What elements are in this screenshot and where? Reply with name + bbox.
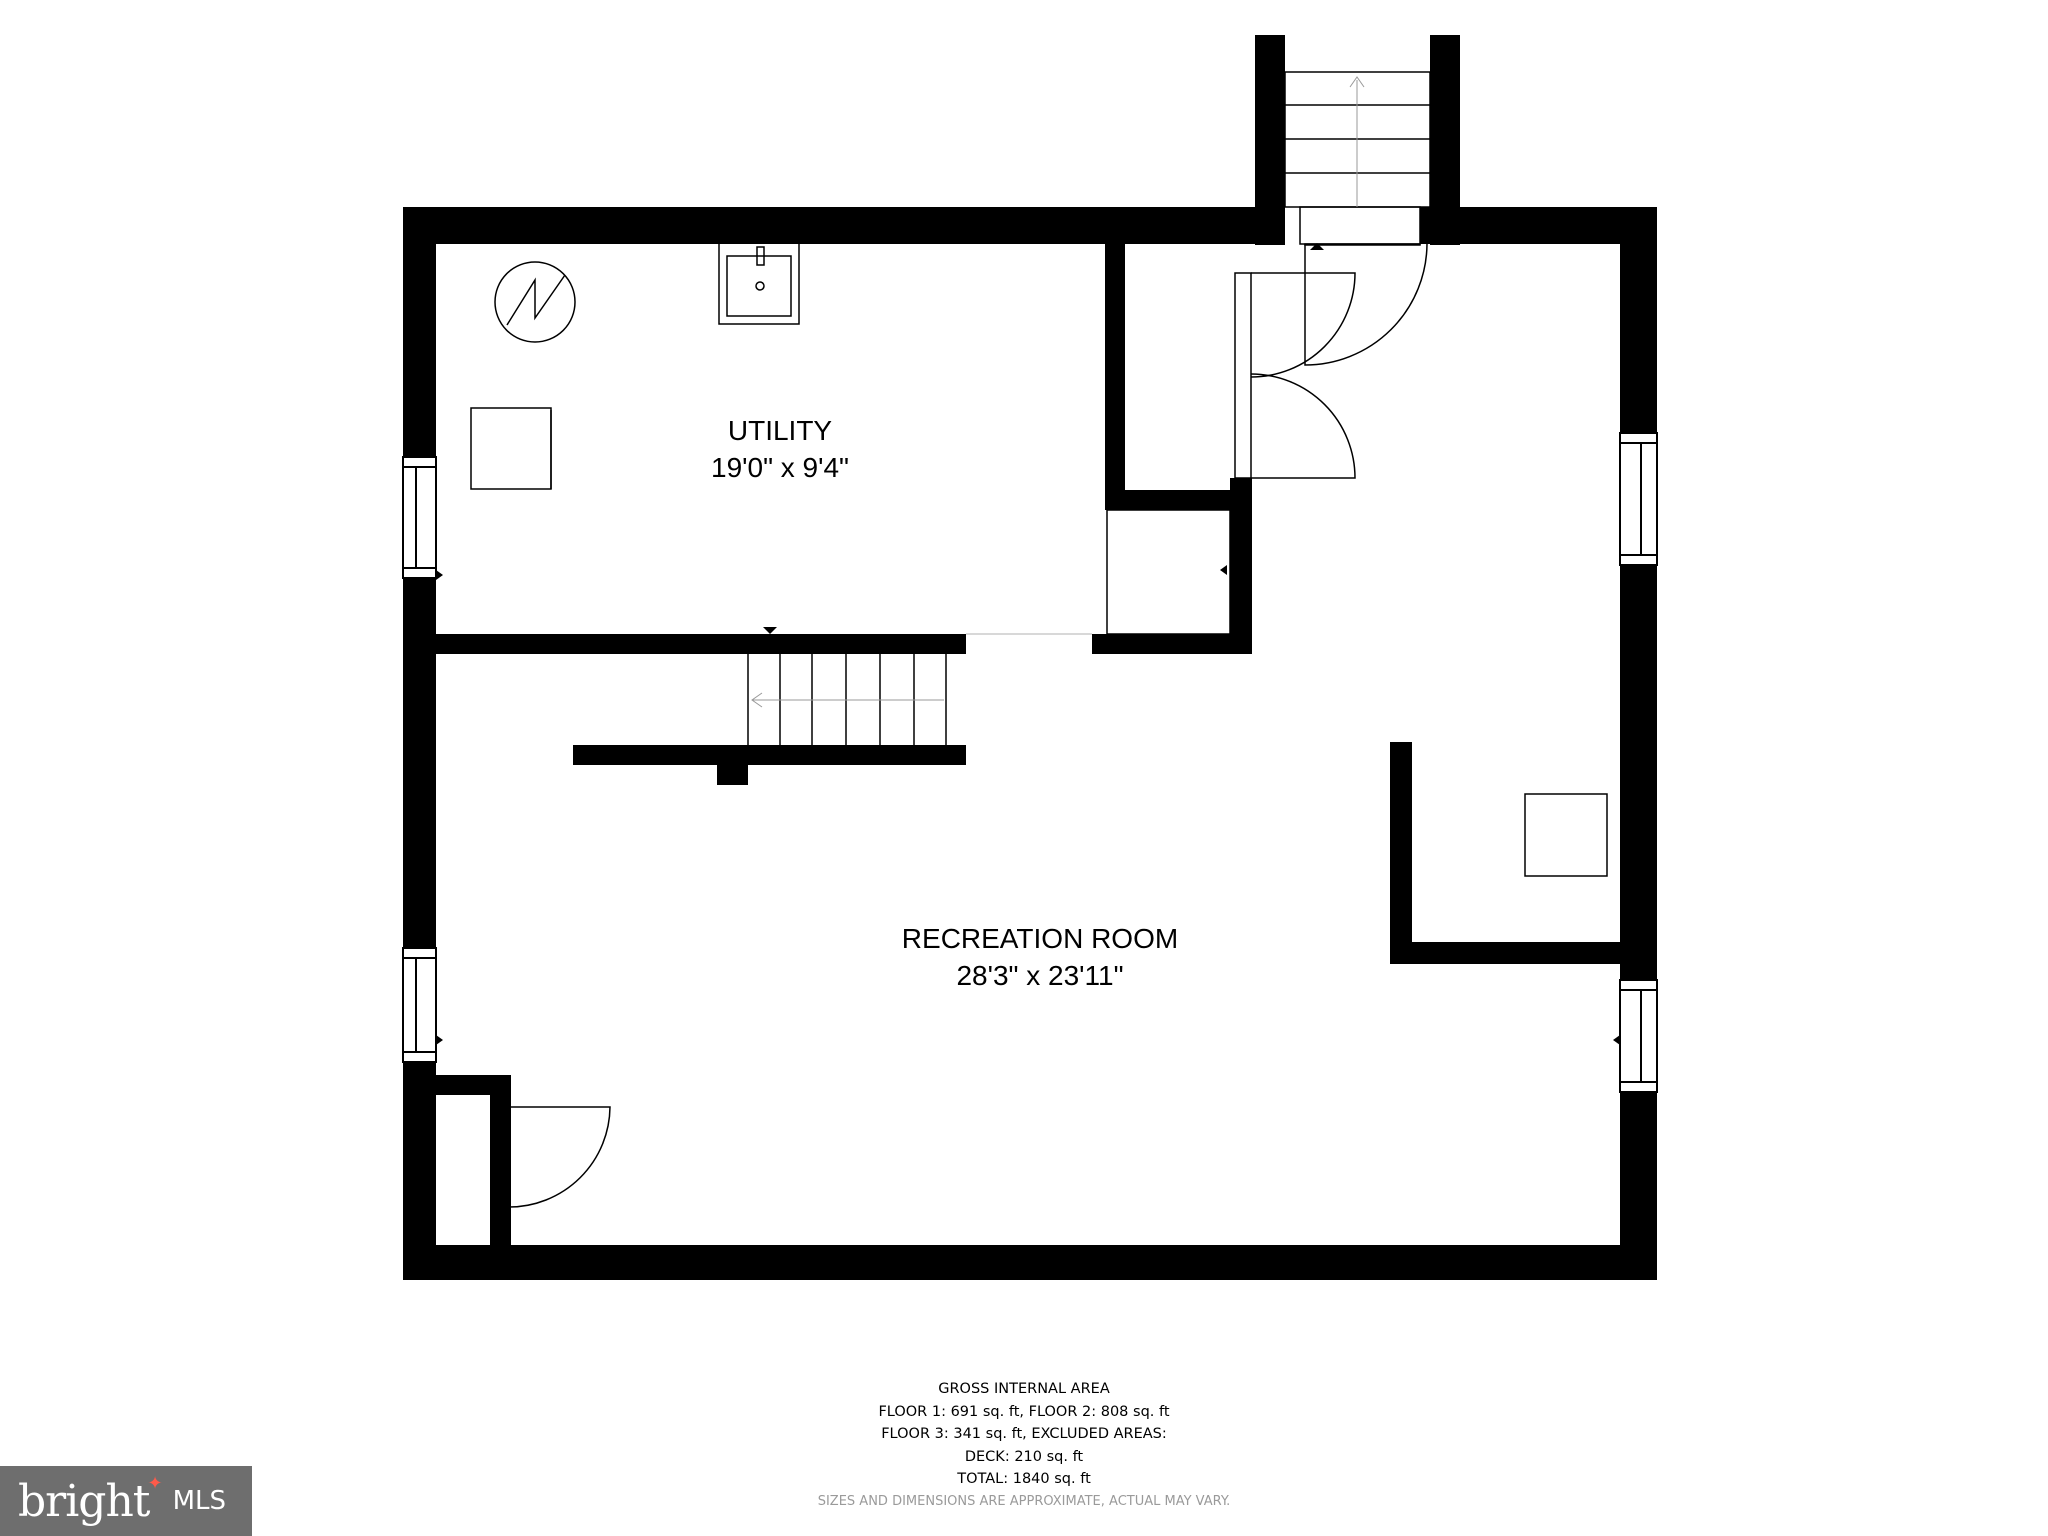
area-title: GROSS INTERNAL AREA [938, 1381, 1110, 1397]
wall-closet-left [1105, 244, 1125, 509]
area-line-1: FLOOR 1: 691 sq. ft, FLOOR 2: 808 sq. ft [878, 1403, 1170, 1420]
closet-outlines [966, 509, 1231, 635]
wall-stair-right [1430, 35, 1460, 245]
recreation-room-dims: 28'3" x 23'11" [956, 960, 1123, 991]
window-right-upper [1619, 432, 1658, 566]
wall-left-mid [403, 578, 436, 948]
doors [491, 243, 1428, 1208]
wall-top-left [403, 207, 1258, 244]
logo-star-icon: ✦ [147, 1472, 163, 1493]
wall-stair-landing [573, 745, 966, 765]
wall-utility-divider-right [1092, 634, 1252, 654]
utility-room-dims: 19'0" x 9'4" [711, 452, 849, 483]
door-closet-upper [1234, 272, 1356, 479]
water-heater-icon [494, 261, 576, 343]
logo-suffix: MLS [172, 1486, 226, 1516]
wall-partition-horizontal [1390, 942, 1622, 964]
wall-closet-bottom [1105, 490, 1250, 510]
wall-bottom [403, 1245, 1657, 1280]
sink-icon [718, 242, 800, 325]
logo-brand: bright [18, 1475, 150, 1527]
recreation-room-name: RECREATION ROOM [902, 923, 1178, 954]
wall-closet-right [1230, 478, 1252, 654]
wall-utility-divider [436, 634, 966, 654]
exterior-stairs [1284, 71, 1431, 245]
gross-internal-area: GROSS INTERNAL AREA FLOOR 1: 691 sq. ft,… [724, 1378, 1324, 1513]
wall-partition-vertical [1390, 742, 1412, 964]
interior-stairs [747, 654, 947, 745]
door-closet-sw [491, 1106, 611, 1208]
area-line-2: FLOOR 3: 341 sq. ft, EXCLUDED AREAS: [881, 1426, 1167, 1442]
wall-right-upper [1620, 207, 1657, 433]
wall-closet-sw-side [490, 1075, 511, 1247]
window-right-lower [1619, 979, 1658, 1093]
walls [403, 35, 1657, 1280]
wall-stair-left [1255, 35, 1285, 245]
windows [402, 432, 1658, 1093]
wall-right-mid [1620, 565, 1657, 980]
wall-left-lower [403, 1062, 436, 1280]
bright-mls-logo: bright ✦ MLS [0, 1466, 252, 1536]
utility-room-name: UTILITY [728, 415, 833, 446]
wall-stair-post [717, 745, 748, 785]
utility-fixtures [470, 242, 800, 490]
area-line-4: TOTAL: 1840 sq. ft [957, 1471, 1091, 1487]
window-left-upper [402, 456, 437, 579]
recreation-fixtures [1524, 793, 1608, 877]
door-entry-swing [1304, 243, 1428, 366]
window-left-lower [402, 947, 437, 1063]
wall-left-upper [403, 207, 436, 457]
appliance-box [470, 407, 552, 490]
area-disclaimer: SIZES AND DIMENSIONS ARE APPROXIMATE, AC… [817, 1493, 1231, 1509]
appliance-box-right [1524, 793, 1608, 877]
area-line-3: DECK: 210 sq. ft [964, 1448, 1084, 1465]
wall-right-lower [1620, 1092, 1657, 1280]
markers [436, 243, 1620, 1252]
